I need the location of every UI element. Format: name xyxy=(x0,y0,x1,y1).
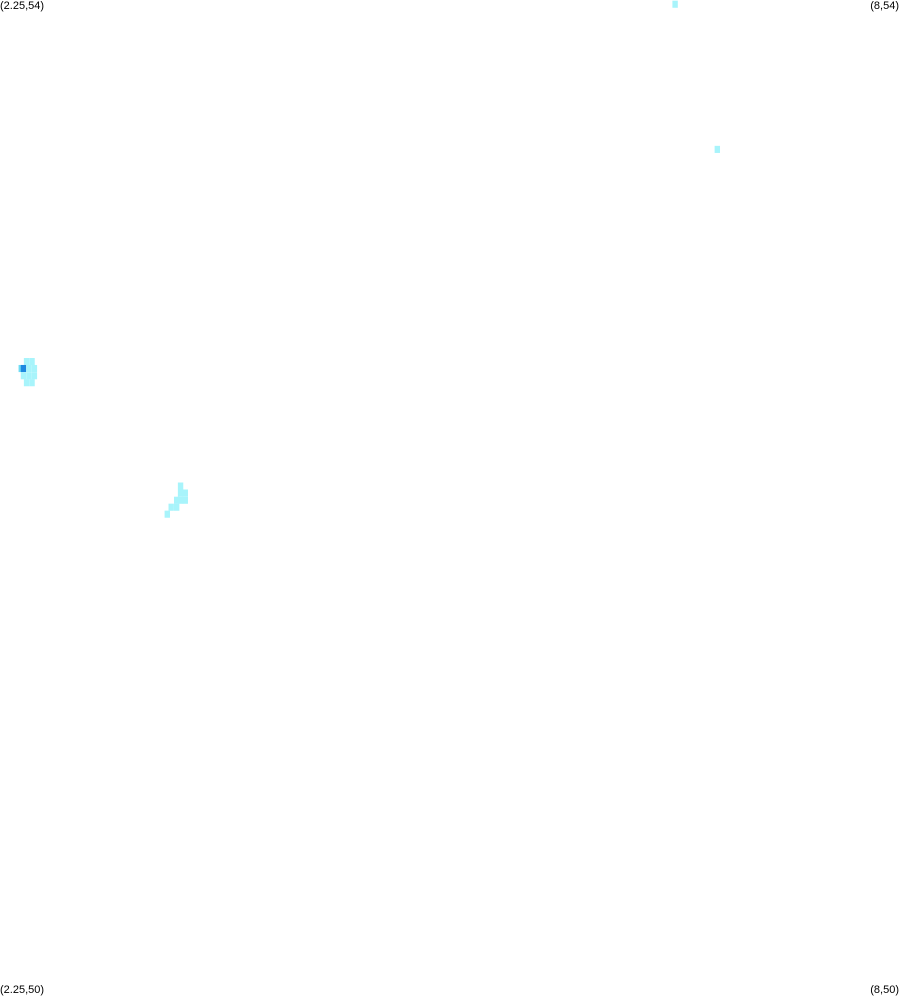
heatmap-cell xyxy=(168,503,174,511)
heatmap-cell xyxy=(173,496,180,504)
heatmap-cell xyxy=(173,503,180,511)
heatmap-cell xyxy=(182,496,188,504)
heatmap-cell xyxy=(672,0,678,8)
heatmap-cell xyxy=(177,496,184,504)
heatmap-cell xyxy=(714,145,721,153)
corner-label-bottom-right: (8,50) xyxy=(870,984,899,996)
heatmap-cell xyxy=(26,364,32,373)
heatmap-cell xyxy=(177,482,184,490)
corner-label-top-right: (8,54) xyxy=(870,0,899,12)
heatmap-cell xyxy=(26,372,32,380)
heatmap-cell xyxy=(23,379,30,387)
heatmap-cell xyxy=(20,372,27,380)
heatmap-cell xyxy=(31,364,38,373)
heatmap-cell xyxy=(164,510,170,518)
heatmap-cell xyxy=(31,372,38,380)
heatmap-cell xyxy=(23,358,30,366)
corner-label-bottom-left: (2.25,50) xyxy=(0,984,45,996)
heatmap-cell xyxy=(29,358,35,366)
heatmap-cell xyxy=(20,364,27,373)
heatmap-cell xyxy=(177,489,184,497)
heatmap-cell xyxy=(29,379,35,387)
corner-label-top-left: (2.25,54) xyxy=(0,0,45,12)
heatmap-cell xyxy=(182,489,188,497)
